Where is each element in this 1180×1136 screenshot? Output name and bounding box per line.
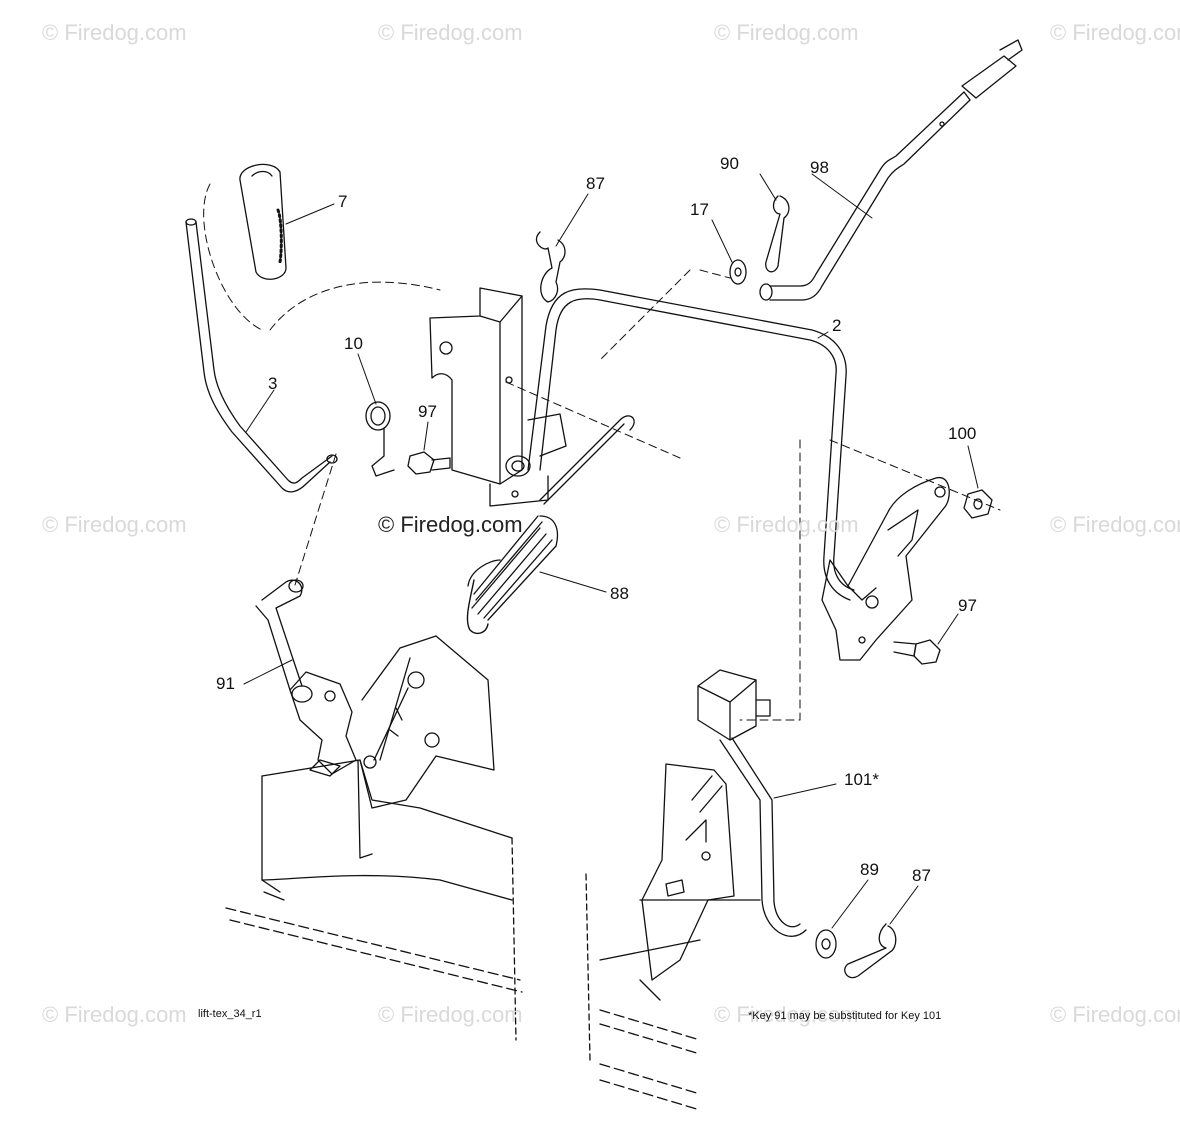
- assembly-line-handle: [203, 183, 441, 586]
- handle-grip-part-7: [239, 163, 287, 280]
- linkage-rod-part-98: [759, 39, 1023, 301]
- washer-part-89: [815, 929, 837, 959]
- assembly-lines-shaft: [505, 269, 1001, 721]
- watermark: © Firedog.com: [1050, 512, 1180, 537]
- callout-91: 91: [216, 674, 235, 693]
- bolt-part-97-right: [893, 639, 941, 665]
- watermark-center: © Firedog.com: [378, 512, 523, 537]
- watermark: © Firedog.com: [714, 20, 859, 45]
- substitution-note: *Key 91 may be substituted for Key 101: [748, 1010, 942, 1022]
- lift-shaft-part-2: [505, 288, 855, 601]
- callout-90: 90: [720, 154, 739, 173]
- watermark: © Firedog.com: [42, 20, 187, 45]
- callout-2: 2: [832, 316, 842, 335]
- callout-97-right: 97: [958, 596, 977, 615]
- lift-bracket: [429, 287, 549, 507]
- callout-88: 88: [610, 584, 629, 603]
- watermark: © Firedog.com: [42, 1002, 187, 1027]
- callout-97-left: 97: [418, 402, 437, 421]
- hairpin-clip-part-87-top: [535, 231, 566, 303]
- callout-10: 10: [344, 334, 363, 353]
- watermark: © Firedog.com: [1050, 1002, 1180, 1027]
- lift-handle-rod-part-3: [185, 218, 338, 493]
- watermark: © Firedog.com: [42, 512, 187, 537]
- lift-link-part-101: [697, 669, 807, 937]
- watermark: © Firedog.com: [378, 1002, 523, 1027]
- left-deck-bracket: [289, 635, 495, 809]
- watermark: © Firedog.com: [1050, 20, 1180, 45]
- callout-87-top: 87: [586, 174, 605, 193]
- watermark: © Firedog.com: [378, 20, 523, 45]
- right-lift-arm: [821, 477, 950, 661]
- callout-98: 98: [810, 158, 829, 177]
- callout-3: 3: [268, 374, 278, 393]
- callout-17: 17: [690, 200, 709, 219]
- left-deck: [225, 759, 523, 1041]
- watermark: © Firedog.com: [714, 512, 859, 537]
- extension-spring-part-88: [466, 415, 635, 635]
- watermark: © Firedog.com: [714, 1002, 859, 1027]
- right-deck-bracket: [641, 763, 735, 981]
- washer-part-17: [729, 259, 747, 285]
- callout-100: 100: [948, 424, 977, 443]
- callout-89: 89: [860, 860, 879, 879]
- callout-87-bottom: 87: [912, 866, 931, 885]
- drawing-id: lift-tex_34_r1: [198, 1008, 262, 1020]
- hairpin-part-90: [765, 195, 790, 273]
- callout-101: 101*: [844, 770, 879, 789]
- nut-part-100: [963, 489, 993, 519]
- right-deck: [585, 873, 761, 1111]
- hairpin-clip-part-87-bottom: [844, 923, 897, 979]
- leader-lines: [243, 173, 979, 929]
- bolt-part-97-left: [407, 451, 451, 475]
- callout-7: 7: [338, 192, 348, 211]
- lift-link-part-91: [255, 579, 313, 703]
- torsion-spring-part-10: [365, 401, 395, 477]
